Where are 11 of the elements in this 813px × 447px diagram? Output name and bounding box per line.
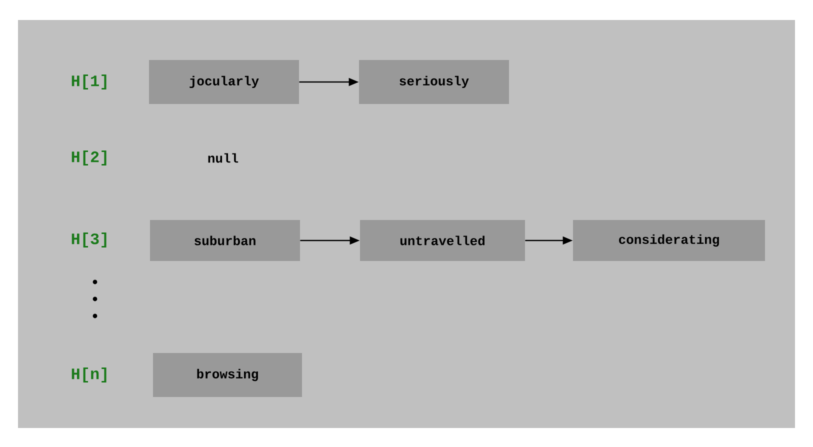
row-label: H[n] bbox=[72, 368, 106, 382]
row-label: H[3] bbox=[72, 232, 106, 248]
word-box: suburban bbox=[150, 220, 300, 261]
word-box: jocularly bbox=[149, 60, 299, 104]
null-text: null bbox=[208, 153, 238, 163]
row-label: H[1] bbox=[72, 74, 106, 90]
word-box: considerating bbox=[573, 220, 765, 261]
word-box: untravelled bbox=[360, 220, 525, 261]
row-label: H[2] bbox=[72, 150, 106, 166]
word-box: seriously bbox=[359, 60, 509, 104]
word-box: browsing bbox=[153, 353, 302, 397]
